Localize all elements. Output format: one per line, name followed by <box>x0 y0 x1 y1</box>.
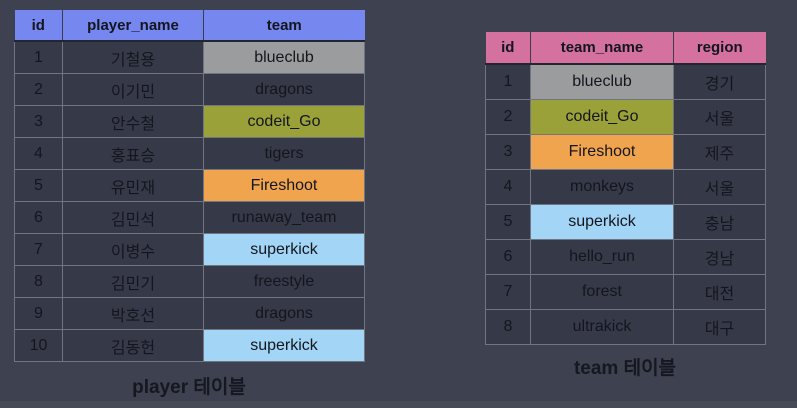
table-cell: 3 <box>485 134 531 170</box>
column-header: id <box>485 32 531 65</box>
table-cell: 6 <box>14 201 63 234</box>
column-header: player_name <box>62 10 204 42</box>
table-cell: monkeys <box>530 169 674 205</box>
table-cell: 제주 <box>673 134 766 170</box>
table-cell: 서울 <box>673 99 766 135</box>
table-cell: 5 <box>485 204 531 240</box>
table-cell: 김민기 <box>62 265 204 298</box>
column-header: region <box>673 32 766 65</box>
table-cell: 기철용 <box>62 40 204 74</box>
table-cell: 이기민 <box>62 73 204 106</box>
table-cell: superkick <box>203 329 365 362</box>
table-cell: 4 <box>485 169 531 205</box>
table-cell: blueclub <box>203 40 365 74</box>
table-cell: 8 <box>14 265 63 298</box>
table-cell: 2 <box>14 73 63 106</box>
table-cell: ultrakick <box>530 309 674 345</box>
player-table-caption: player 테이블 <box>132 377 246 398</box>
table-cell: 8 <box>485 309 531 345</box>
table-cell: runaway_team <box>203 201 365 234</box>
table-cell: 7 <box>485 274 531 310</box>
table-cell: superkick <box>203 233 365 266</box>
table-cell: 6 <box>485 239 531 275</box>
table-cell: dragons <box>203 297 365 330</box>
table-cell: 3 <box>14 105 63 138</box>
table-cell: Fireshoot <box>203 169 365 202</box>
table-cell: codeit_Go <box>530 99 674 135</box>
table-cell: 10 <box>14 329 63 362</box>
table-cell: 대전 <box>673 274 766 310</box>
column-header: id <box>14 10 63 42</box>
table-cell: superkick <box>530 204 674 240</box>
table-cell: 이병수 <box>62 233 204 266</box>
table-cell: 대구 <box>673 309 766 345</box>
table-cell: 박호선 <box>62 297 204 330</box>
team-table-caption: team 테이블 <box>573 358 677 379</box>
table-cell: tigers <box>203 137 365 170</box>
table-cell: 홍표승 <box>62 137 204 170</box>
bottom-strip <box>0 401 797 408</box>
table-cell: 7 <box>14 233 63 266</box>
column-header: team <box>203 10 365 42</box>
table-cell: freestyle <box>203 265 365 298</box>
table-cell: 1 <box>485 63 531 100</box>
table-cell: Fireshoot <box>530 134 674 170</box>
table-cell: 김동헌 <box>62 329 204 362</box>
table-cell: 9 <box>14 297 63 330</box>
table-cell: hello_run <box>530 239 674 275</box>
table-cell: 서울 <box>673 169 766 205</box>
table-cell: 5 <box>14 169 63 202</box>
table-cell: 김민석 <box>62 201 204 234</box>
table-cell: forest <box>530 274 674 310</box>
table-cell: 2 <box>485 99 531 135</box>
table-cell: 경남 <box>673 239 766 275</box>
table-cell: 4 <box>14 137 63 170</box>
table-cell: blueclub <box>530 63 674 100</box>
table-cell: 1 <box>14 40 63 74</box>
column-header: team_name <box>530 32 674 65</box>
table-cell: 안수철 <box>62 105 204 138</box>
table-cell: 충남 <box>673 204 766 240</box>
table-cell: 유민재 <box>62 169 204 202</box>
table-cell: 경기 <box>673 63 766 100</box>
table-cell: codeit_Go <box>203 105 365 138</box>
table-cell: dragons <box>203 73 365 106</box>
